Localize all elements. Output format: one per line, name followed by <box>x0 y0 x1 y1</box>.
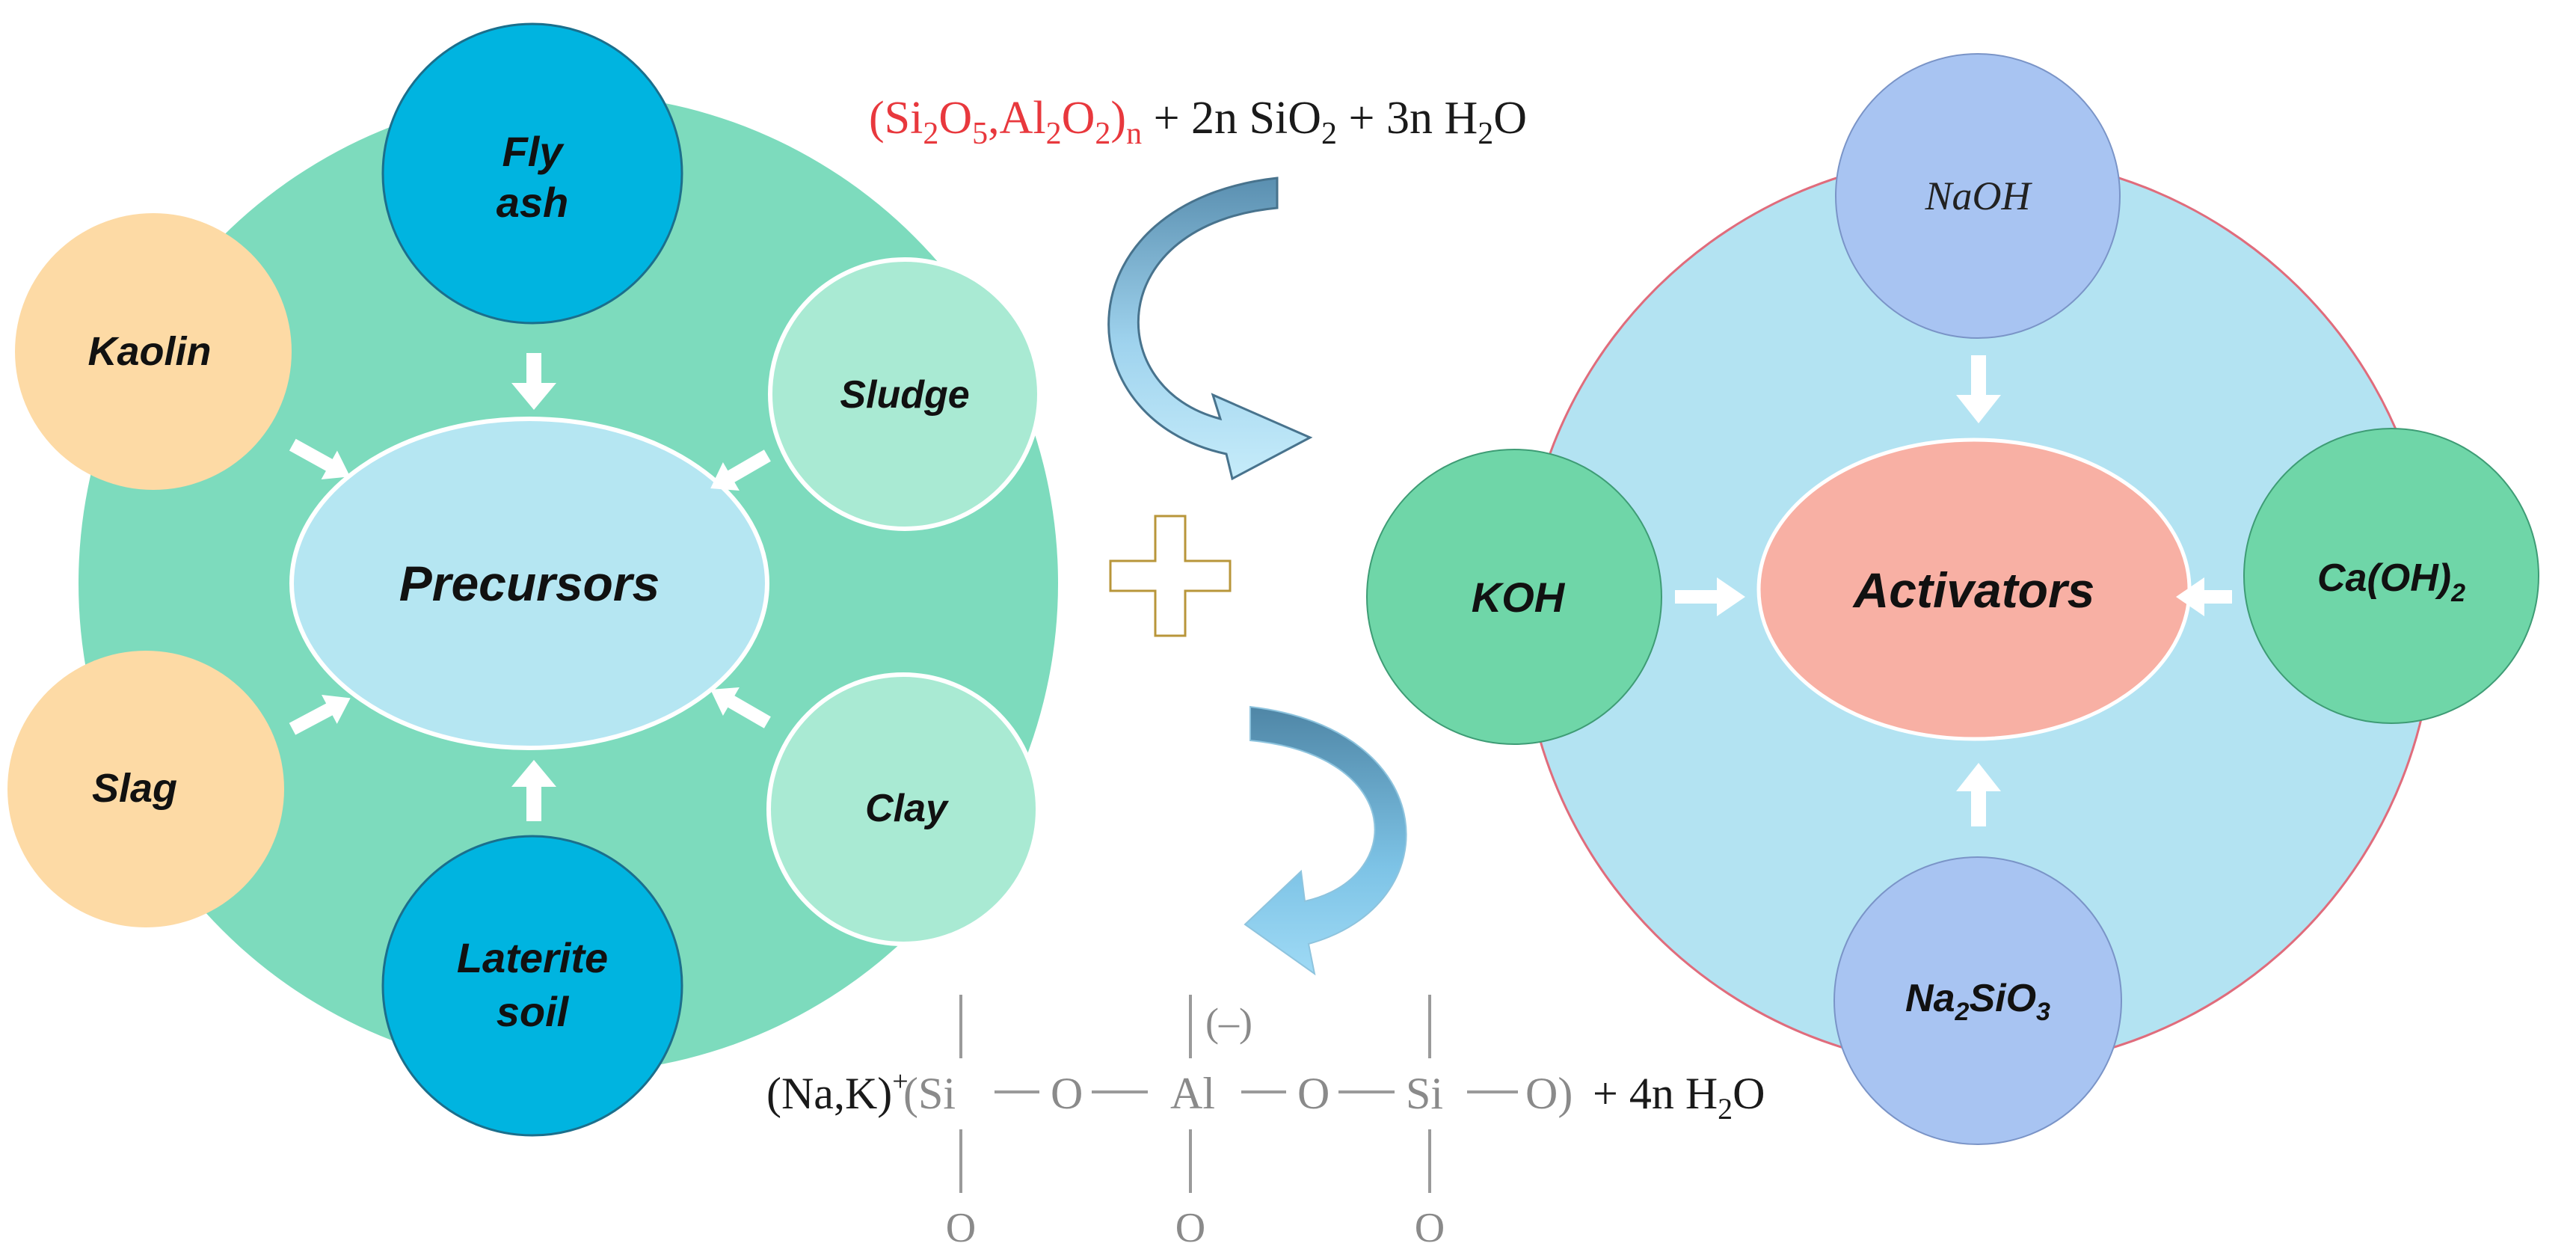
na2sio3-p1: Na <box>1905 977 1955 1020</box>
activator-caoh2: Ca(OH)2 <box>2243 428 2539 724</box>
eq-bottom-si2: Si <box>1406 1069 1443 1118</box>
naoh-label: NaOH <box>1924 174 2032 218</box>
activator-arrows <box>1675 355 2232 826</box>
curved-arrow-top <box>1107 177 1313 481</box>
eq-bottom-o-b: O <box>1297 1069 1330 1118</box>
eq-bottom-o-c: O) <box>1525 1069 1573 1118</box>
precursors-center <box>289 417 769 750</box>
eq-top-rest: + 2n SiO2 + 3n H2O <box>1142 93 1527 151</box>
arrow-kaolin <box>289 438 351 480</box>
eq-bottom-si1: (Si <box>903 1069 956 1118</box>
precursor-kaolin: Kaolin <box>15 213 292 490</box>
precursor-slag: Slag <box>7 651 284 927</box>
precursor-clay: Clay <box>766 672 1040 946</box>
equation-bottom: (Na,K)+ (Si O Al (–) O Si O) + 4n H2O O … <box>766 995 1765 1251</box>
fly-ash-label-line2: ash <box>497 179 569 226</box>
arrow-laterite <box>511 760 556 821</box>
eq-top-red: (Si2O5,Al2O2)n <box>869 93 1142 151</box>
arrow-fly-ash <box>511 353 556 410</box>
activators-center-label: Activators <box>1852 562 2095 618</box>
eq-bottom-lower-o-2: O <box>1175 1205 1205 1251</box>
activator-na2sio3: Na2SiO3 <box>1833 856 2122 1145</box>
na2sio3-p2: SiO <box>1969 977 2036 1020</box>
precursor-laterite-soil: Laterite soil <box>381 835 683 1137</box>
eq-bottom-charge: (–) <box>1205 1000 1252 1045</box>
eq-bottom-lower-o-1: O <box>946 1205 976 1251</box>
eq-bottom-lower-o-3: O <box>1415 1205 1445 1251</box>
arrow-clay <box>710 687 771 728</box>
equation-top: (Si2O5,Al2O2)n + 2n SiO2 + 3n H2O <box>869 93 1527 151</box>
arrow-slag <box>289 695 351 735</box>
sludge-label: Sludge <box>840 373 969 417</box>
arrow-sludge <box>710 449 771 491</box>
curved-arrow-bottom <box>1244 705 1407 976</box>
fly-ash-label-line1: Fly <box>502 128 565 175</box>
plus-sign <box>1109 515 1232 637</box>
precursor-sludge: Sludge <box>768 257 1042 531</box>
precursor-fly-ash: Fly ash <box>381 22 683 325</box>
eq-bottom-tail: + 4n H2O <box>1593 1069 1765 1126</box>
eq-bottom-cation: (Na,K)+ <box>766 1066 909 1118</box>
clay-label: Clay <box>865 787 950 830</box>
kaolin-label: Kaolin <box>87 329 211 374</box>
eq-bottom-al: Al <box>1170 1069 1215 1118</box>
caoh2-sub: 2 <box>2450 579 2465 607</box>
na2sio3-s2: 3 <box>2036 998 2050 1026</box>
arrow-caoh2 <box>2176 577 2232 616</box>
laterite-label-line1: Laterite <box>457 934 608 981</box>
activators-group: Activators NaOH KOH Ca(OH)2 Na2SiO3 <box>1366 53 2539 1145</box>
slag-label: Slag <box>92 766 177 811</box>
na2sio3-label: Na2SiO3 <box>1905 977 2050 1026</box>
caoh2-label: Ca(OH)2 <box>2317 556 2465 607</box>
arrow-naoh <box>1956 355 2001 423</box>
activator-naoh: NaOH <box>1835 53 2121 339</box>
precursor-arrows <box>289 353 771 821</box>
precursors-center-label: Precursors <box>399 556 660 611</box>
arrow-na2sio3 <box>1956 763 2001 826</box>
na2sio3-s1: 2 <box>1955 998 1970 1026</box>
eq-bottom-o-a: O <box>1051 1069 1083 1118</box>
koh-label: KOH <box>1472 574 1566 621</box>
arrow-koh <box>1675 577 1745 616</box>
activator-koh: KOH <box>1366 449 1662 745</box>
laterite-label-line2: soil <box>497 988 570 1035</box>
precursors-group: Precursors Fly ash Kaolin Sludge Slag <box>7 22 1058 1137</box>
caoh2-main: Ca(OH) <box>2317 556 2451 600</box>
